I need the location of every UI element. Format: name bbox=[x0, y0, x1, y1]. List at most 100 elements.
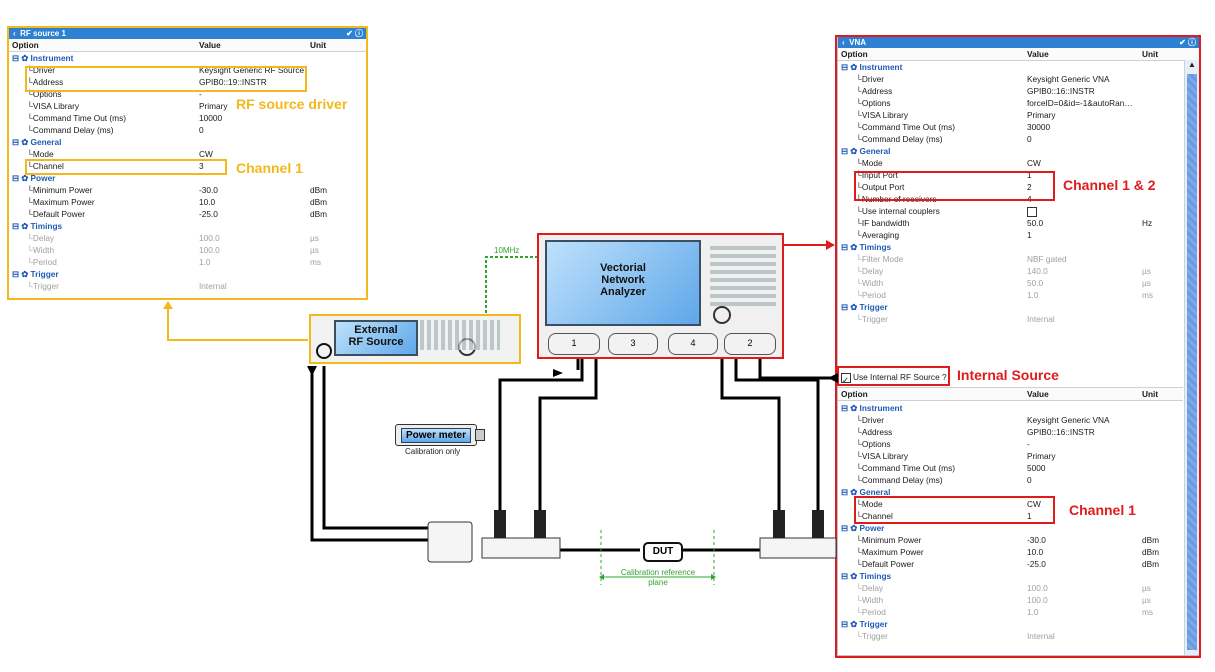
value-cell[interactable]: Keysight Generic VNA bbox=[1027, 415, 1110, 425]
value-cell[interactable]: GPIB0::16::INSTR bbox=[1027, 86, 1095, 96]
property-row[interactable]: ⊟ ✿ Trigger bbox=[9, 268, 366, 280]
value-cell[interactable]: - bbox=[1027, 439, 1030, 449]
value-cell[interactable]: GPIB0::16::INSTR bbox=[1027, 427, 1095, 437]
vna-knob-icon[interactable] bbox=[713, 306, 731, 324]
vna-port-4[interactable]: 4 bbox=[668, 333, 718, 355]
value-cell[interactable]: - bbox=[199, 89, 202, 99]
value-cell[interactable]: 1.0 bbox=[199, 257, 211, 267]
value-cell[interactable]: Internal bbox=[1027, 314, 1055, 324]
value-cell[interactable]: -30.0 bbox=[1027, 535, 1046, 545]
value-cell[interactable]: 10.0 bbox=[1027, 547, 1044, 557]
confirm-help-icons[interactable]: ✔ ⓘ bbox=[1179, 38, 1196, 47]
property-row[interactable]: └Command Time Out (ms)5000 bbox=[838, 462, 1183, 474]
value-cell[interactable]: -30.0 bbox=[199, 185, 218, 195]
value-cell[interactable]: 50.0 bbox=[1027, 218, 1044, 228]
value-cell[interactable]: 140.0 bbox=[1027, 266, 1048, 276]
property-row[interactable]: ⊟ ✿ General bbox=[838, 145, 1199, 157]
property-row[interactable]: ⊟ ✿ Instrument bbox=[9, 52, 366, 64]
property-row[interactable]: ⊟ ✿ Timings bbox=[838, 570, 1183, 582]
internal-source-row[interactable]: ✓ Use Internal RF Source ? bbox=[841, 371, 951, 385]
value-cell[interactable]: Internal bbox=[1027, 631, 1055, 641]
property-row[interactable]: ⊟ ✿ General bbox=[838, 486, 1183, 498]
value-cell[interactable]: Internal bbox=[199, 281, 227, 291]
property-row[interactable]: ⊟ ✿ Power bbox=[838, 522, 1183, 534]
value-cell[interactable]: 30000 bbox=[1027, 122, 1051, 132]
property-row[interactable]: └Command Time Out (ms)10000 bbox=[9, 112, 366, 124]
value-cell[interactable]: 0 bbox=[199, 125, 204, 135]
value-cell[interactable]: 1 bbox=[1027, 170, 1032, 180]
value-cell[interactable]: 1.0 bbox=[1027, 607, 1039, 617]
value-cell[interactable]: CW bbox=[199, 149, 213, 159]
value-cell[interactable]: CW bbox=[1027, 499, 1041, 509]
value-cell[interactable]: 0 bbox=[1027, 134, 1032, 144]
value-cell[interactable]: 50.0 bbox=[1027, 278, 1044, 288]
property-row[interactable]: ⊟ ✿ Trigger bbox=[838, 301, 1199, 313]
value-cell[interactable]: 2 bbox=[1027, 182, 1032, 192]
scroll-up-arrow[interactable]: ▲ bbox=[1188, 60, 1196, 69]
use-couplers-checkbox[interactable] bbox=[1027, 207, 1037, 217]
property-row[interactable]: └Command Delay (ms)0 bbox=[838, 133, 1199, 145]
value-cell[interactable]: Primary bbox=[1027, 451, 1056, 461]
value-cell[interactable]: Keysight Generic VNA bbox=[1027, 74, 1110, 84]
internal-source-checkbox[interactable]: ✓ bbox=[841, 373, 851, 385]
vna-port-3[interactable]: 3 bbox=[608, 333, 658, 355]
value-cell[interactable]: forceID=0&id=-1&autoRan… bbox=[1027, 98, 1133, 108]
property-row[interactable]: ⊟ ✿ Instrument bbox=[838, 402, 1183, 414]
value-cell[interactable]: CW bbox=[1027, 158, 1041, 168]
value-cell[interactable]: GPIB0::19::INSTR bbox=[199, 77, 267, 87]
back-chevron-icon[interactable]: ‹ bbox=[13, 29, 16, 38]
value-cell[interactable]: 1 bbox=[1027, 230, 1032, 240]
property-row[interactable]: ⊟ ✿ General bbox=[9, 136, 366, 148]
property-row[interactable]: ⊟ ✿ Timings bbox=[838, 241, 1199, 253]
back-chevron-icon[interactable]: ‹ bbox=[842, 38, 845, 47]
value-cell[interactable]: NBF gated bbox=[1027, 254, 1067, 264]
value-cell[interactable]: 5000 bbox=[1027, 463, 1046, 473]
property-row[interactable]: └Use internal couplers bbox=[838, 205, 1199, 217]
ext-source-output-icon[interactable] bbox=[316, 343, 332, 359]
value-cell[interactable]: Primary bbox=[1027, 110, 1056, 120]
property-row[interactable]: └Options- bbox=[838, 438, 1183, 450]
vna-scrollbar[interactable]: ▲ bbox=[1184, 60, 1199, 655]
value-cell[interactable]: 1.0 bbox=[1027, 290, 1039, 300]
property-row[interactable]: ⊟ ✿ Trigger bbox=[838, 618, 1183, 630]
property-row[interactable]: ⊟ ✿ Timings bbox=[9, 220, 366, 232]
value-cell[interactable]: Primary bbox=[199, 101, 228, 111]
property-row[interactable]: └Command Delay (ms)0 bbox=[838, 474, 1183, 486]
value-cell[interactable]: Keysight Generic RF Source bbox=[199, 65, 305, 75]
value-cell[interactable]: 100.0 bbox=[199, 233, 220, 243]
value-cell[interactable]: -25.0 bbox=[199, 209, 218, 219]
value-cell[interactable]: 100.0 bbox=[199, 245, 220, 255]
property-row[interactable]: ⊟ ✿ Instrument bbox=[838, 61, 1199, 73]
